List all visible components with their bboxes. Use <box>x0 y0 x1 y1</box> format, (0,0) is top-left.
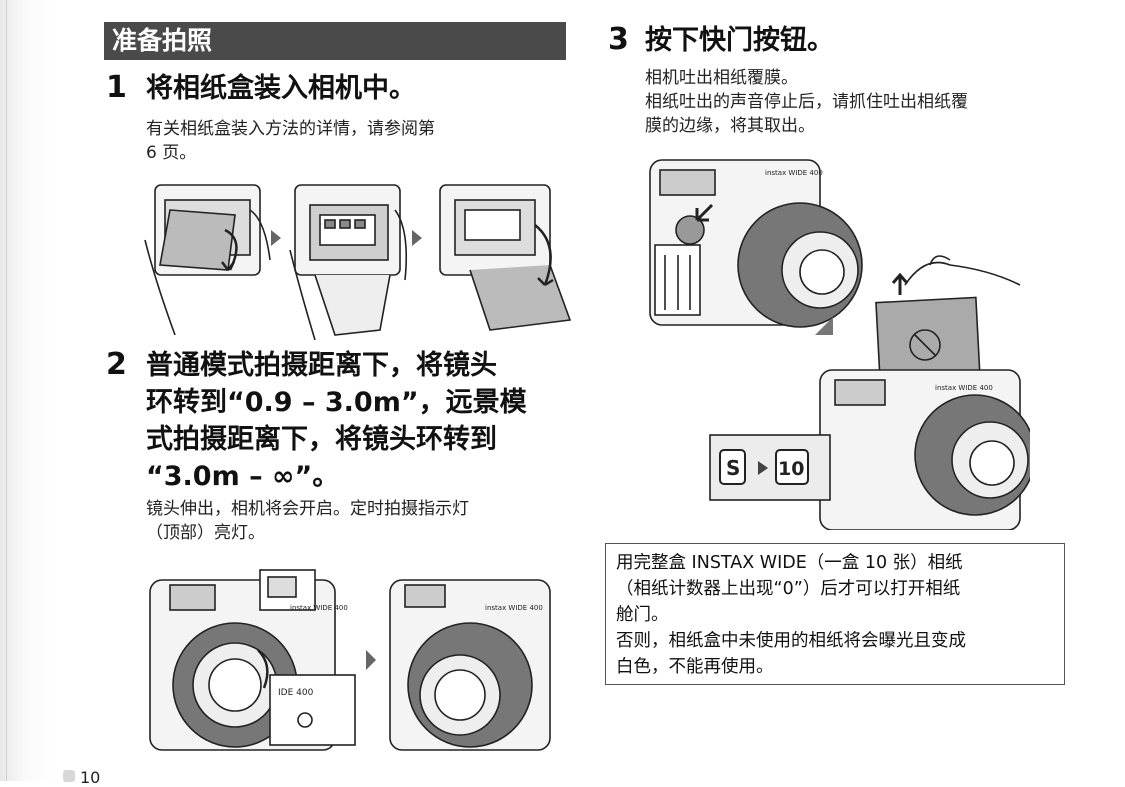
step-2-number: 2 <box>106 347 127 382</box>
film-pack-insert-illustration <box>289 184 408 340</box>
close-back-cover-illustration <box>439 184 572 331</box>
step-2-title: 普通模式拍摄距离下，将镜头 环转到“0.9 – 3.0m”，远景模 式拍摄距离下… <box>146 347 527 495</box>
step-2-title-line: 普通模式拍摄距离下，将镜头 <box>146 350 497 381</box>
page-number: 10 <box>80 768 101 787</box>
notice-line: （相纸计数器上出现“0”）后才可以打开相纸 <box>616 579 961 599</box>
camera-brand-text: instax WIDE 400 <box>290 604 348 612</box>
step-1-body: 有关相纸盒装入方法的详情，请参阅第 6 页。 <box>146 117 435 165</box>
step-3-number: 3 <box>608 22 629 57</box>
step-1-body-line: 6 页。 <box>146 143 197 163</box>
page-gutter <box>0 0 60 781</box>
load-film-illustration <box>140 170 580 340</box>
scroll-thumb[interactable] <box>63 770 75 782</box>
notice-line: 否则，相纸盒中未使用的相纸将会曝光且变成 <box>616 631 966 651</box>
shutter-eject-illustration: instax WIDE 400 instax WIDE 400 <box>640 145 1030 530</box>
camera-brand-text: instax WIDE 400 <box>935 384 993 392</box>
step-3-body-line: 膜的边缘，将其取出。 <box>645 116 815 136</box>
camera-brand-text: instax WIDE 400 <box>765 169 823 177</box>
step-3-title: 按下快门按钮。 <box>645 25 834 56</box>
notice-box: 用完整盒 INSTAX WIDE（一盒 10 张）相纸 （相纸计数器上出现“0”… <box>605 543 1065 685</box>
step-2-title-line: 环转到“0.9 – 3.0m”，远景模 <box>146 387 527 418</box>
step-2-body-line: 镜头伸出，相机将会开启。定时拍摄指示灯 <box>146 499 469 519</box>
page-edge-line <box>6 0 7 781</box>
step-2-body-line: （顶部）亮灯。 <box>146 523 265 543</box>
step-1-body-line: 有关相纸盒装入方法的详情，请参阅第 <box>146 119 435 139</box>
counter-from-text: S <box>726 456 740 480</box>
step-1-number: 1 <box>106 70 127 105</box>
camera-lens-extended-illustration: instax WIDE 400 <box>389 579 551 751</box>
step-3-body-line: 相纸吐出的声音停止后，请抓住吐出相纸覆 <box>645 92 968 112</box>
camera-lens-rotate-illustration: instax WIDE 400 IDE 400 <box>149 569 356 751</box>
step-3-body-line: 相机吐出相纸覆膜。 <box>645 68 798 88</box>
camera-film-eject-illustration: instax WIDE 400 <box>819 255 1030 530</box>
notice-line: 舱门。 <box>616 605 669 625</box>
counter-to-text: 10 <box>778 458 804 480</box>
step-2-body: 镜头伸出，相机将会开启。定时拍摄指示灯 （顶部）亮灯。 <box>146 497 469 545</box>
notice-line: 用完整盒 INSTAX WIDE（一盒 10 张）相纸 <box>616 553 963 573</box>
camera-shutter-press-illustration: instax WIDE 400 <box>649 159 863 328</box>
film-counter-inset: S 10 <box>709 434 831 501</box>
camera-brand-text: instax WIDE 400 <box>485 604 543 612</box>
step-3-body: 相机吐出相纸覆膜。 相纸吐出的声音停止后，请抓住吐出相纸覆 膜的边缘，将其取出。 <box>645 66 968 138</box>
step-1-title: 将相纸盒装入相机中。 <box>146 73 416 104</box>
lens-ring-illustration: instax WIDE 400 IDE 400 instax WIDE 400 <box>140 555 560 755</box>
camera-back-open-illustration <box>144 184 271 336</box>
step-2-title-line: “3.0m – ∞”。 <box>146 461 340 492</box>
dial-text: IDE 400 <box>278 688 314 698</box>
notice-line: 白色，不能再使用。 <box>616 657 774 677</box>
step-2-title-line: 式拍摄距离下，将镜头环转到 <box>146 424 497 455</box>
section-header: 准备拍照 <box>104 22 566 60</box>
